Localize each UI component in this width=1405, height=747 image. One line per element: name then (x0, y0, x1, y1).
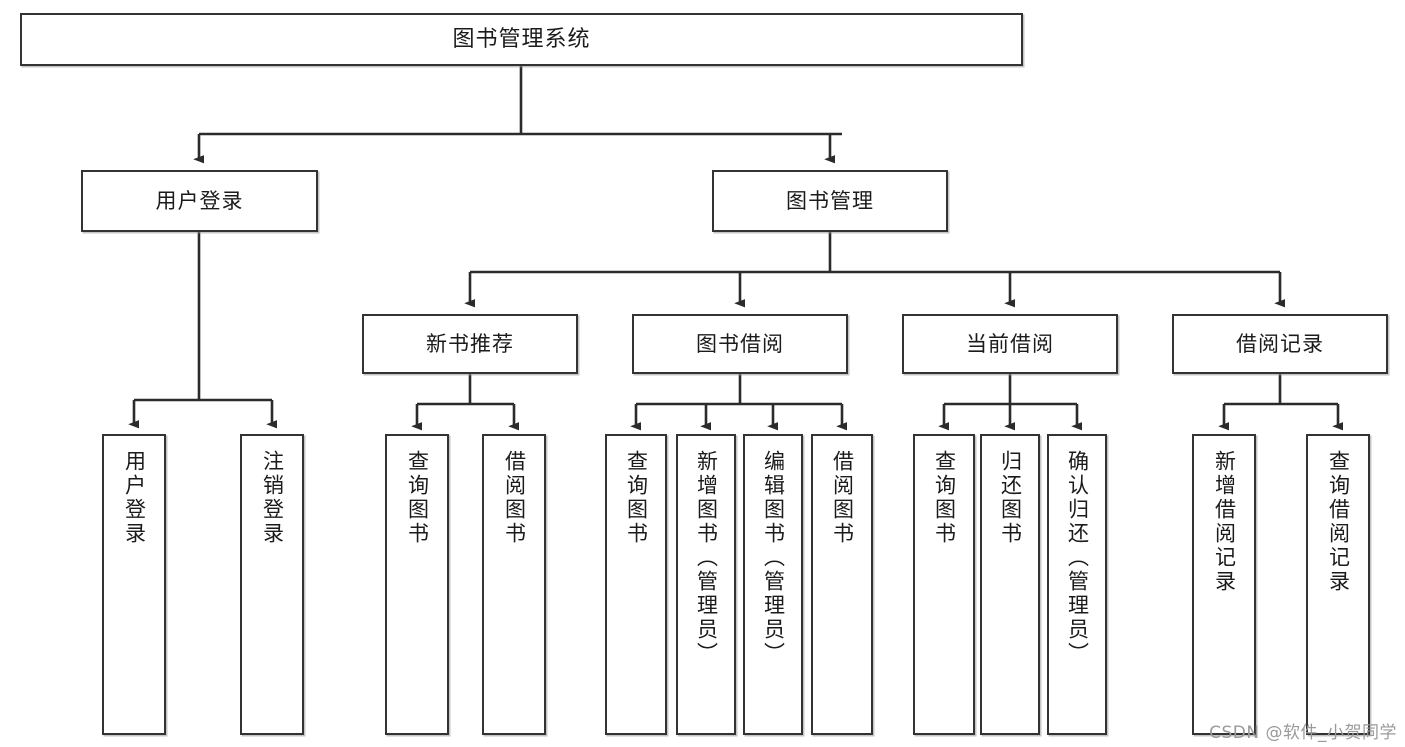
node-label: 新增借阅记录 (1212, 450, 1237, 594)
node-label: 查询图书 (624, 450, 649, 546)
node-label: 借阅图书 (502, 450, 527, 546)
leaf-current-borrow-query-book[interactable]: 查询图书 (913, 434, 975, 735)
leaf-book-borrow-borrow-book[interactable]: 借阅图书 (811, 434, 873, 735)
node-current-borrowing[interactable]: 当前借阅 (902, 314, 1118, 374)
node-label: 注销登录 (260, 450, 285, 546)
node-label: 借阅记录 (1236, 331, 1324, 356)
node-label: 图书借阅 (696, 331, 784, 356)
node-root-book-management-system[interactable]: 图书管理系统 (20, 13, 1023, 66)
leaf-book-borrow-add-book-admin[interactable]: 新增图书（管理员） (676, 434, 736, 735)
csdn-watermark: CSDN @软件_小贺同学 (1209, 723, 1397, 743)
node-book-borrowing[interactable]: 图书借阅 (632, 314, 848, 374)
node-label: 编辑图书（管理员） (761, 450, 786, 666)
leaf-borrow-record-query-record[interactable]: 查询借阅记录 (1306, 434, 1370, 735)
node-label: 借阅图书 (830, 450, 855, 546)
leaf-borrow-record-add-record[interactable]: 新增借阅记录 (1192, 434, 1256, 735)
leaf-new-book-borrow-book[interactable]: 借阅图书 (482, 434, 546, 735)
leaf-current-borrow-confirm-return-admin[interactable]: 确认归还（管理员） (1047, 434, 1107, 735)
leaf-book-borrow-edit-book-admin[interactable]: 编辑图书（管理员） (743, 434, 803, 735)
node-label: 归还图书 (998, 450, 1023, 546)
node-book-management[interactable]: 图书管理 (712, 170, 948, 232)
leaf-book-borrow-query-book[interactable]: 查询图书 (605, 434, 667, 735)
node-label: 当前借阅 (966, 331, 1054, 356)
leaf-user-login-login[interactable]: 用户登录 (102, 434, 166, 735)
node-label: 查询借阅记录 (1326, 450, 1351, 594)
node-label: 新增图书（管理员） (694, 450, 719, 666)
node-new-book-recommendation[interactable]: 新书推荐 (362, 314, 578, 374)
node-label: 图书管理 (786, 188, 874, 213)
node-user-login[interactable]: 用户登录 (81, 170, 318, 232)
node-label: 查询图书 (405, 450, 430, 546)
leaf-new-book-query-book[interactable]: 查询图书 (385, 434, 449, 735)
node-label: 图书管理系统 (452, 26, 591, 52)
node-label: 查询图书 (932, 450, 957, 546)
node-borrowing-record[interactable]: 借阅记录 (1172, 314, 1388, 374)
node-label: 确认归还（管理员） (1065, 450, 1090, 666)
node-label: 用户登录 (122, 450, 147, 546)
node-label: 用户登录 (155, 188, 244, 213)
leaf-user-login-logout[interactable]: 注销登录 (240, 434, 304, 735)
node-label: 新书推荐 (426, 331, 514, 356)
leaf-current-borrow-return-book[interactable]: 归还图书 (980, 434, 1040, 735)
